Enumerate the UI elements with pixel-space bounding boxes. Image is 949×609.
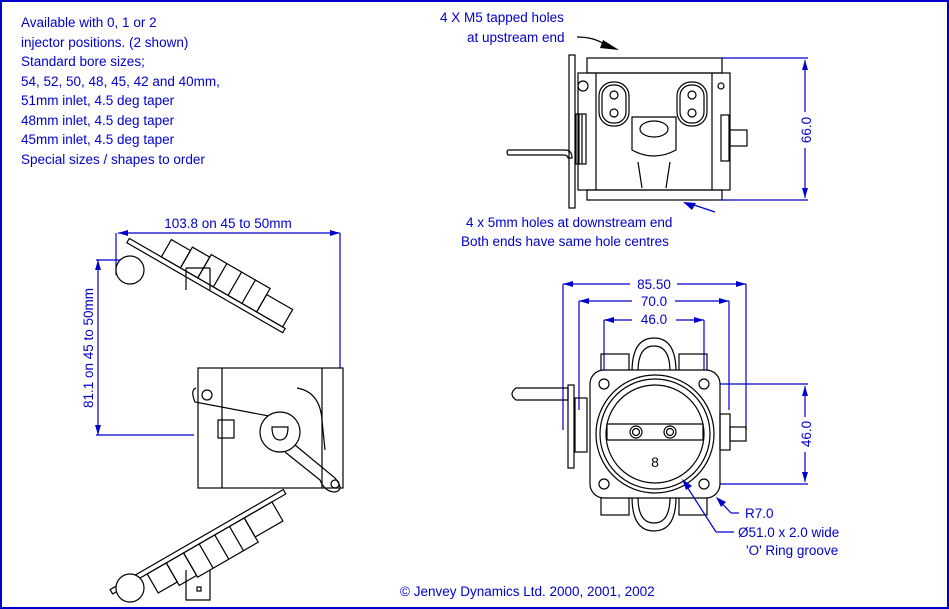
downstream-note-line: Both ends have same hole centres [461, 234, 669, 249]
groove-note-line: Ø51.0 x 2.0 wide [738, 525, 839, 540]
inlet-bell [631, 116, 677, 157]
leader-arrow-icon [600, 40, 619, 50]
throttle-lever [511, 387, 569, 401]
leader-arrow-icon [716, 497, 726, 507]
throttle-arm [192, 387, 291, 421]
upper-injector [115, 237, 294, 334]
tapped-hole [687, 108, 697, 118]
radius-note: R7.0 [745, 506, 774, 521]
tapped-hole [687, 90, 697, 100]
dim-arrow-icon [802, 472, 808, 482]
tapped-hole [609, 108, 619, 118]
injector-boss [598, 81, 630, 127]
lug [678, 353, 708, 373]
throttle-spindle-bar [606, 423, 704, 441]
connector-tab [185, 267, 211, 290]
o-ring-groove-outer [595, 374, 715, 494]
throttle-body [197, 367, 344, 489]
dim-arrow-icon [579, 298, 589, 304]
dim-81-1: 81.1 on 45 to 50mm [81, 288, 96, 408]
leader-arrow-icon [683, 202, 696, 210]
throttle-lever [506, 149, 573, 159]
lug [600, 353, 630, 373]
lower-injector [109, 488, 287, 595]
mounting-hole [698, 378, 710, 390]
dim-arrow-icon [694, 317, 704, 323]
top-view: 4 X M5 tapped holes at upstream end [440, 10, 814, 249]
dim-arrow-icon [95, 260, 101, 270]
lug [600, 496, 630, 516]
dim-arrow-icon [330, 230, 340, 236]
dim-arrow-icon [802, 60, 808, 70]
dim-arrow-icon [95, 425, 101, 435]
body-top-lip [586, 57, 723, 74]
note-line: 51mm inlet, 4.5 deg taper [21, 93, 175, 108]
dim-46-0-horizontal: 46.0 [641, 312, 667, 327]
end-flange [589, 369, 721, 499]
dim-arrow-icon [719, 298, 729, 304]
dim-66: 66.0 [799, 117, 814, 143]
lug-arch [631, 496, 677, 532]
dim-103-8: 103.8 on 45 to 50mm [164, 216, 292, 231]
bore-size-label: 8 [651, 454, 659, 470]
notes-block: Available with 0, 1 or 2 injector positi… [21, 15, 220, 167]
note-line: 54, 52, 50, 48, 45, 42 and 40mm, [21, 74, 220, 89]
downstream-note-line: 4 x 5mm holes at downstream end [466, 215, 672, 230]
note-line: 48mm inlet, 4.5 deg taper [21, 113, 175, 128]
connector-tab [185, 570, 211, 601]
dim-arrow-icon [802, 386, 808, 396]
dim-arrow-icon [118, 230, 128, 236]
mounting-hole [598, 478, 610, 490]
dim-arrow-icon [563, 281, 573, 287]
leader-arrow-icon [682, 479, 692, 490]
throttle-shaft-stub [729, 129, 748, 147]
side-view: 103.8 on 45 to 50mm 81.1 on 45 to 50mm [81, 216, 344, 603]
note-line: injector positions. (2 shown) [21, 35, 188, 50]
leader-line [576, 36, 605, 45]
upstream-note-line: 4 X M5 tapped holes [440, 10, 564, 25]
dim-arrow-icon [604, 317, 614, 323]
note-line: Standard bore sizes; [21, 54, 145, 69]
leader-line [683, 481, 717, 533]
flange-plate [568, 54, 576, 209]
dim-70-0: 70.0 [641, 294, 667, 309]
body [577, 72, 731, 191]
groove-note-line: 'O' Ring groove [746, 543, 838, 558]
end-view: 85.50 70.0 46.0 46.0 [511, 277, 839, 558]
dim-arrow-icon [736, 281, 746, 287]
note-line: 45mm inlet, 4.5 deg taper [21, 132, 175, 147]
body-bottom-lip [586, 189, 723, 201]
note-line: Available with 0, 1 or 2 [21, 15, 157, 30]
dim-46-0-vertical: 46.0 [799, 421, 814, 447]
dim-85-50: 85.50 [637, 277, 671, 292]
mounting-hole [698, 478, 710, 490]
note-line: Special sizes / shapes to order [21, 152, 205, 167]
throttle-spindle [259, 411, 301, 453]
o-ring-groove-inner [599, 378, 711, 490]
tapped-hole [609, 90, 619, 100]
lug-arch [631, 337, 677, 373]
injector-boss [676, 81, 708, 127]
copyright-notice: © Jenvey Dynamics Ltd. 2000, 2001, 2002 [400, 584, 655, 599]
bore [605, 384, 705, 484]
mounting-hole [598, 378, 610, 390]
upstream-note-line: at upstream end [467, 30, 565, 45]
dim-arrow-icon [802, 188, 808, 198]
